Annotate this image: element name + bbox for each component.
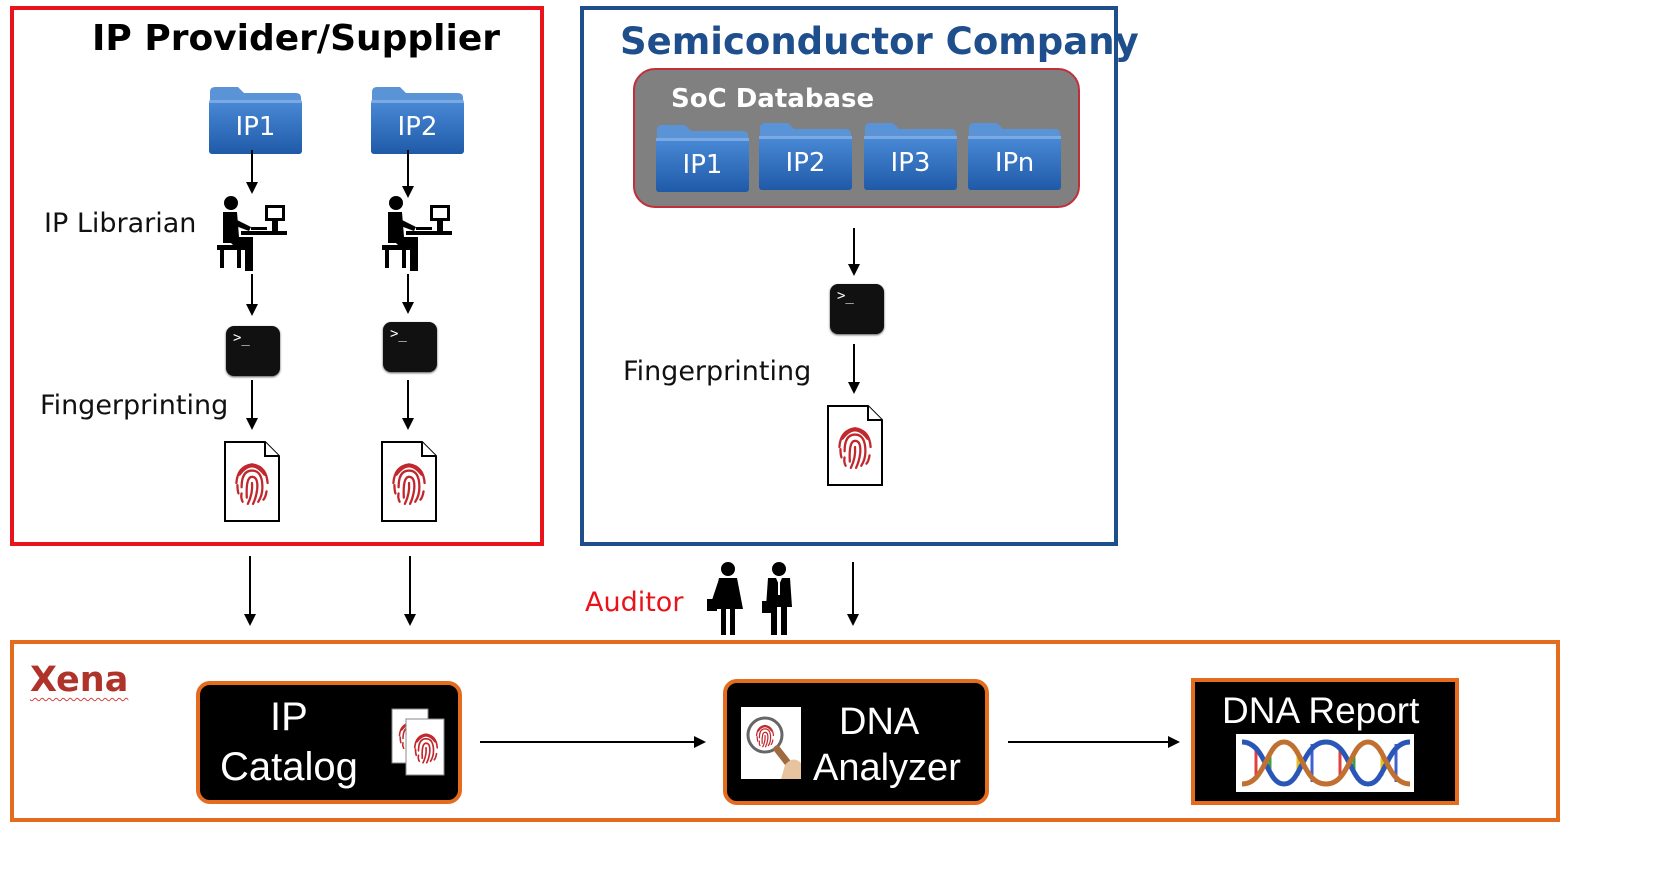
dna-analyzer-line2: Analyzer	[813, 747, 961, 789]
fingerprint-magnifier-icon	[741, 707, 801, 779]
ip-librarian-label: IP Librarian	[44, 208, 197, 239]
provider-folder-ip2: IP2	[370, 84, 465, 156]
terminal-icon: >_	[830, 284, 884, 334]
ip-catalog-box: IP Catalog	[196, 681, 462, 804]
terminal-icon: >_	[226, 326, 280, 376]
ip-provider-panel	[10, 6, 544, 546]
ip-provider-title: IP Provider/Supplier	[92, 18, 501, 59]
provider-folder-ip1: IP1	[208, 84, 303, 156]
database-folder-ip1: IP1	[655, 122, 750, 194]
ip-catalog-line1: IP	[270, 695, 308, 739]
provider-fingerprinting-label: Fingerprinting	[40, 390, 229, 421]
auditor-woman-icon	[707, 562, 743, 635]
xena-panel	[10, 640, 1560, 822]
dna-helix-icon	[1236, 734, 1414, 792]
dna-report-label: DNA Report	[1222, 690, 1420, 731]
xena-title: Xena	[30, 660, 129, 700]
terminal-icon: >_	[383, 322, 437, 372]
semiconductor-fingerprinting-label: Fingerprinting	[623, 356, 812, 387]
soc-database-title: SoC Database	[671, 84, 875, 114]
ip-catalog-line2: Catalog	[220, 745, 358, 789]
database-folder-ip3: IP3	[863, 120, 958, 192]
auditor-man-icon	[762, 562, 792, 635]
fingerprint-documents-icon	[391, 708, 445, 776]
database-folder-ipn: IPn	[967, 120, 1062, 192]
database-folder-ip2: IP2	[758, 120, 853, 192]
semiconductor-panel	[580, 6, 1118, 546]
semiconductor-title: Semiconductor Company	[620, 20, 1139, 63]
auditor-label: Auditor	[585, 587, 684, 618]
dna-analyzer-box: DNA Analyzer	[723, 679, 989, 805]
dna-analyzer-line1: DNA	[839, 701, 920, 743]
